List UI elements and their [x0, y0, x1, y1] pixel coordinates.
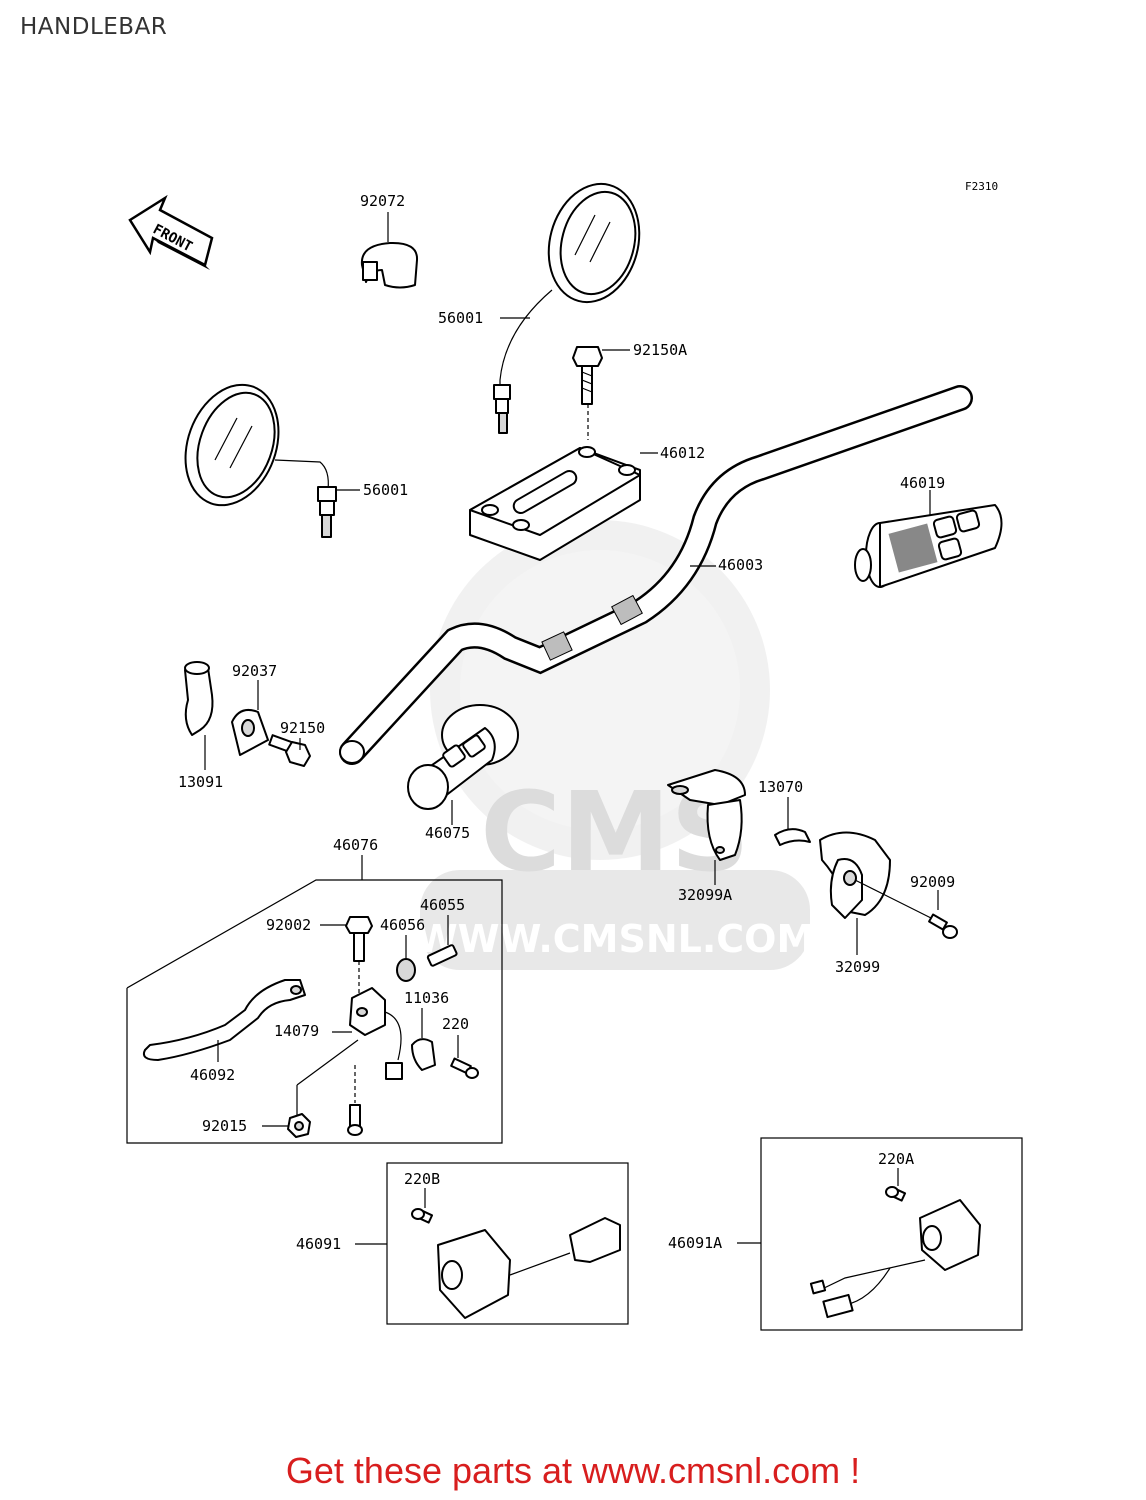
label-32099: 32099	[835, 958, 880, 976]
label-11036: 11036	[404, 989, 449, 1007]
label-92150A: 92150A	[633, 341, 687, 359]
label-13070: 13070	[758, 778, 803, 796]
label-92037: 92037	[232, 662, 277, 680]
part-46091A-switch	[809, 1168, 981, 1319]
assembly-46076-box	[126, 855, 503, 1144]
label-92072: 92072	[360, 192, 405, 210]
part-92150A	[572, 346, 630, 440]
label-220A: 220A	[878, 1150, 914, 1168]
label-46076: 46076	[333, 836, 378, 854]
label-13091: 13091	[178, 773, 223, 791]
part-92037	[231, 680, 269, 756]
label-46092: 46092	[190, 1066, 235, 1084]
part-46092-lever	[142, 979, 306, 1062]
label-92015: 92015	[202, 1117, 247, 1135]
part-11036	[411, 1008, 436, 1071]
label-220B: 220B	[404, 1170, 440, 1188]
promo-link[interactable]: Get these parts at www.cmsnl.com !	[285, 1450, 861, 1491]
label-46056: 46056	[380, 916, 425, 934]
label-32099A: 32099A	[678, 886, 732, 904]
figure-code: F2310	[965, 180, 998, 193]
front-arrow-icon: FRONT	[128, 194, 214, 270]
part-46075-grip	[407, 704, 519, 825]
label-92002: 92002	[266, 916, 311, 934]
part-13091	[184, 661, 214, 770]
label-46075: 46075	[425, 824, 470, 842]
label-14079: 14079	[274, 1022, 319, 1040]
part-mirror-left	[184, 383, 360, 538]
part-32099A	[667, 769, 746, 885]
label-56001-left: 56001	[363, 481, 408, 499]
part-92015	[262, 1065, 363, 1138]
part-92002	[320, 916, 373, 995]
part-92150	[268, 734, 311, 767]
part-13070	[774, 797, 811, 846]
part-mirror-upper	[493, 182, 641, 434]
label-92009: 92009	[910, 873, 955, 891]
watermark-url: WWW.CMSNL.COM	[416, 917, 815, 961]
part-92009	[854, 879, 958, 939]
label-46003: 46003	[718, 556, 763, 574]
assembly-46091-box	[355, 1162, 629, 1325]
part-14079	[296, 987, 403, 1115]
part-46019-grip	[854, 490, 1003, 588]
assembly-46091A-box	[737, 1137, 1023, 1331]
part-220	[450, 1035, 479, 1079]
part-92072	[360, 212, 419, 289]
label-46012: 46012	[660, 444, 705, 462]
label-46091: 46091	[296, 1235, 341, 1253]
part-46003-handlebar	[339, 385, 973, 765]
label-46055: 46055	[420, 896, 465, 914]
part-46056	[396, 935, 416, 982]
label-56001-upper: 56001	[438, 309, 483, 327]
part-46012	[469, 446, 658, 561]
part-32099	[819, 831, 891, 955]
label-92150: 92150	[280, 719, 325, 737]
part-46091-switch	[411, 1188, 621, 1319]
label-46091A: 46091A	[668, 1234, 722, 1252]
label-46019: 46019	[900, 474, 945, 492]
page-title: HANDLEBAR	[20, 14, 168, 40]
part-46055	[426, 915, 458, 967]
label-220: 220	[442, 1015, 469, 1033]
